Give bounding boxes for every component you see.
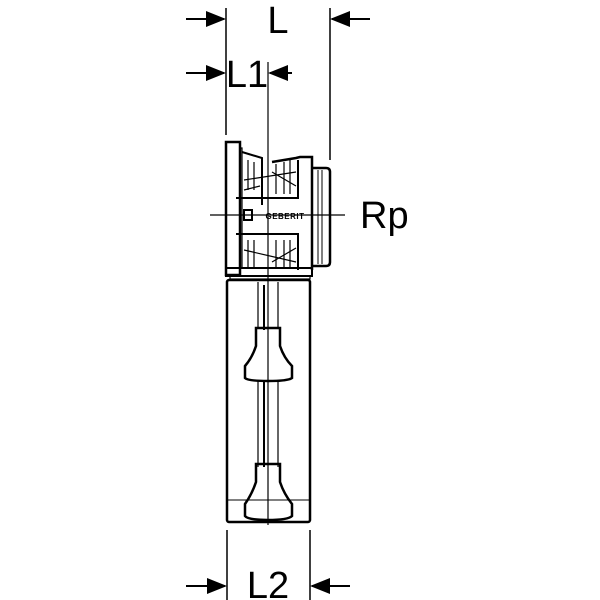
dimension-label-l1: L1 xyxy=(226,54,268,96)
fitting-head xyxy=(224,140,332,280)
dimension-l2: L2 xyxy=(186,530,350,600)
dimension-label-l: L xyxy=(267,0,288,42)
dimension-label-l2: L2 xyxy=(247,565,289,600)
fitting-body-lower xyxy=(225,278,312,524)
thread-label-rp: Rp xyxy=(360,195,409,237)
geberit-logo: GEBERIT xyxy=(265,212,304,221)
dimension-l1: L1 xyxy=(186,54,292,96)
dimension-l: L xyxy=(186,0,370,160)
